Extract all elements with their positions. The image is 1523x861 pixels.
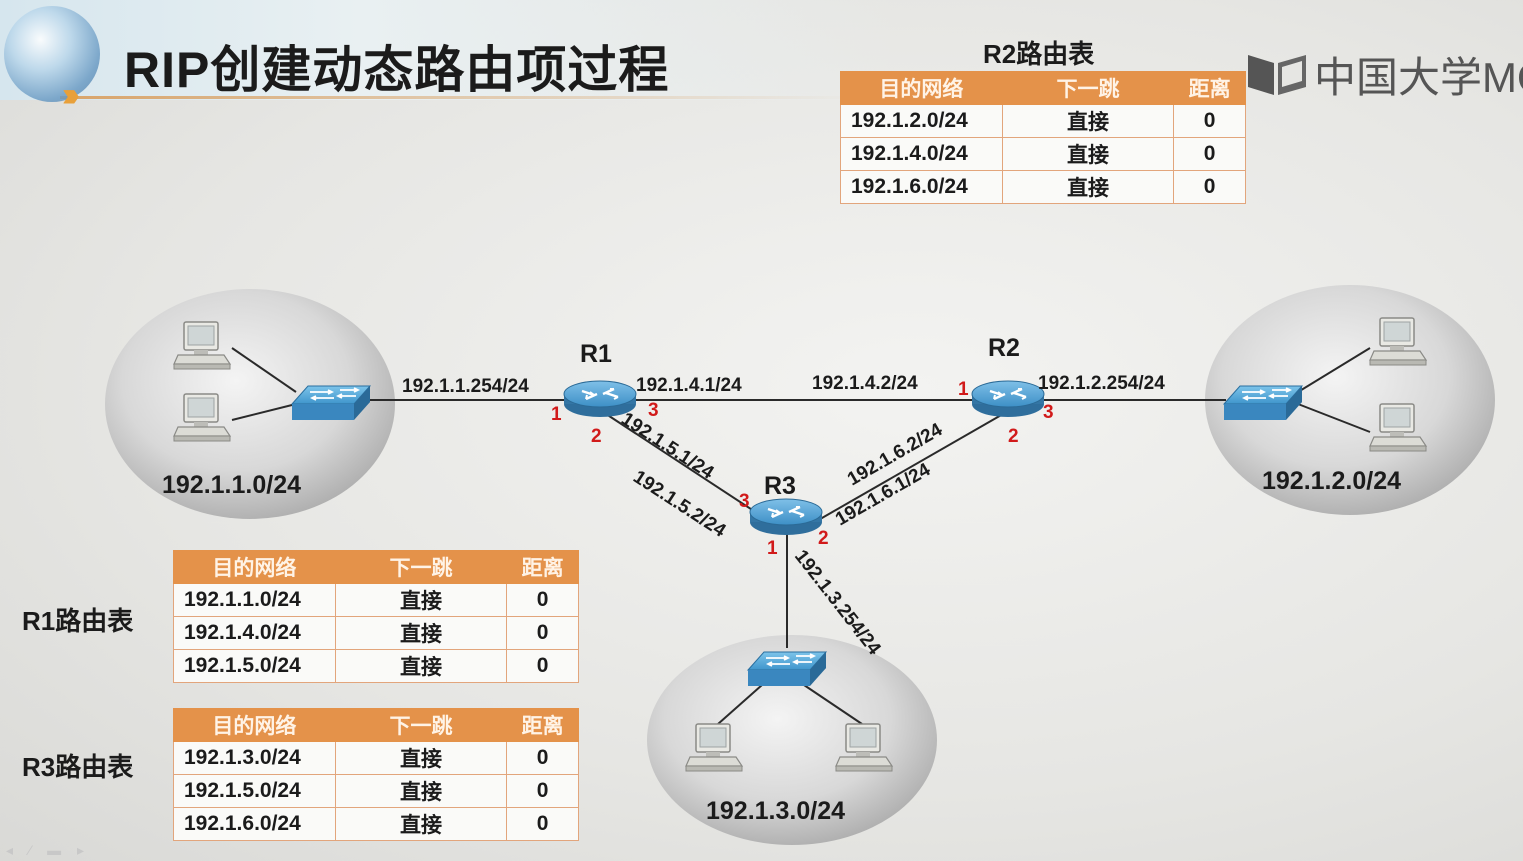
- table-row: 192.1.1.0/24 直接 0: [173, 583, 579, 617]
- mooc-logo: 中国大学MO: [1246, 48, 1523, 101]
- cell-destination: 192.1.6.0/24: [840, 170, 1003, 204]
- lan2-area: [1205, 285, 1495, 515]
- port-number: 2: [1008, 426, 1019, 447]
- switch-icon: [747, 651, 827, 687]
- mooc-book-icon: [1248, 55, 1306, 95]
- router-r1-name: R1: [580, 340, 612, 368]
- cell-next-hop: 直接: [334, 774, 508, 808]
- cell-distance: 0: [506, 741, 579, 775]
- cell-next-hop: 直接: [1001, 104, 1175, 138]
- lan1-area: [105, 289, 395, 519]
- cell-distance: 0: [506, 807, 579, 841]
- port-number: 3: [739, 491, 750, 512]
- cell-next-hop: 直接: [334, 616, 508, 650]
- col-header-distance: 距离: [506, 550, 579, 584]
- cell-distance: 0: [1173, 104, 1246, 138]
- network-label-1: 192.1.1.0/24: [162, 471, 301, 499]
- col-header-next-hop: 下一跳: [334, 708, 508, 742]
- cell-next-hop: 直接: [334, 741, 508, 775]
- col-header-distance: 距离: [506, 708, 579, 742]
- table-row: 192.1.6.0/24 直接 0: [840, 170, 1246, 204]
- ip-label: 192.1.4.1/24: [636, 375, 742, 396]
- table-row: 192.1.3.0/24 直接 0: [173, 741, 579, 775]
- port-number: 1: [551, 404, 562, 425]
- router-r2-name: R2: [988, 334, 1020, 362]
- port-number: 1: [767, 538, 778, 559]
- cell-next-hop: 直接: [1001, 170, 1175, 204]
- cell-next-hop: 直接: [334, 807, 508, 841]
- cell-distance: 0: [506, 583, 579, 617]
- ip-label: 192.1.2.254/24: [1038, 373, 1165, 394]
- header-band: [0, 0, 900, 100]
- cell-destination: 192.1.5.0/24: [173, 774, 336, 808]
- r2-table-title: R2路由表: [983, 39, 1095, 69]
- link-r2-r3: [814, 409, 1011, 523]
- cell-next-hop: 直接: [334, 583, 508, 617]
- page-title: RIP创建动态路由项过程: [124, 42, 670, 98]
- cell-destination: 192.1.4.0/24: [173, 616, 336, 650]
- ip-label: 192.1.5.2/24: [629, 467, 729, 542]
- globe-icon: [4, 6, 100, 102]
- col-header-next-hop: 下一跳: [334, 550, 508, 584]
- cell-distance: 0: [506, 616, 579, 650]
- port-number: 1: [958, 379, 969, 400]
- r2-routing-table: 目的网络 下一跳 距离 192.1.2.0/24 直接 0 192.1.4.0/…: [840, 71, 1246, 204]
- ip-label: 192.1.4.2/24: [812, 373, 918, 394]
- r1-table-title: R1路由表: [22, 606, 134, 636]
- port-number: 3: [648, 400, 659, 421]
- network-label-3: 192.1.3.0/24: [706, 797, 845, 825]
- logo-text: 中国大学MO: [1314, 53, 1523, 101]
- links: [231, 347, 1371, 725]
- cell-destination: 192.1.1.0/24: [173, 583, 336, 617]
- table-row: 192.1.6.0/24 直接 0: [173, 807, 579, 841]
- col-header-destination: 目的网络: [840, 71, 1003, 105]
- r3-table-title: R3路由表: [22, 752, 134, 782]
- router-r3-icon: [748, 497, 824, 537]
- cell-destination: 192.1.4.0/24: [840, 137, 1003, 171]
- r3-routing-table: 目的网络 下一跳 距离 192.1.3.0/24 直接 0 192.1.5.0/…: [173, 708, 579, 841]
- router-r3-name: R3: [764, 472, 796, 500]
- table-header-row: 目的网络 下一跳 距离: [173, 708, 579, 742]
- cell-next-hop: 直接: [334, 649, 508, 683]
- table-header-row: 目的网络 下一跳 距离: [840, 71, 1246, 105]
- router-r1-icon: [562, 379, 638, 419]
- port-number: 3: [1043, 402, 1054, 423]
- cell-next-hop: 直接: [1001, 137, 1175, 171]
- table-header-row: 目的网络 下一跳 距离: [173, 550, 579, 584]
- ip-label: 192.1.5.1/24: [617, 409, 717, 484]
- cell-distance: 0: [1173, 137, 1246, 171]
- col-header-next-hop: 下一跳: [1001, 71, 1175, 105]
- cell-distance: 0: [1173, 170, 1246, 204]
- lan3-area: [647, 635, 937, 845]
- col-header-destination: 目的网络: [173, 550, 336, 584]
- table-row: 192.1.4.0/24 直接 0: [173, 616, 579, 650]
- table-row: 192.1.5.0/24 直接 0: [173, 649, 579, 683]
- cell-destination: 192.1.3.0/24: [173, 741, 336, 775]
- table-row: 192.1.2.0/24 直接 0: [840, 104, 1246, 138]
- r1-routing-table: 目的网络 下一跳 距离 192.1.1.0/24 直接 0 192.1.4.0/…: [173, 550, 579, 683]
- cell-destination: 192.1.5.0/24: [173, 649, 336, 683]
- network-label-2: 192.1.2.0/24: [1262, 467, 1401, 495]
- switch-icon: [291, 385, 371, 421]
- port-number: 2: [591, 426, 602, 447]
- switch-icon: [1223, 385, 1303, 421]
- col-header-distance: 距离: [1173, 71, 1246, 105]
- router-r2-icon: [970, 379, 1046, 419]
- slide-nav-icons[interactable]: ◂ ⁄ ▬ ▸: [6, 842, 91, 858]
- cell-distance: 0: [506, 649, 579, 683]
- link-r1-r3: [599, 409, 761, 516]
- cell-destination: 192.1.6.0/24: [173, 807, 336, 841]
- header-underline: [60, 96, 860, 99]
- port-number: 2: [818, 528, 829, 549]
- cell-distance: 0: [506, 774, 579, 808]
- ip-label: 192.1.1.254/24: [402, 376, 529, 397]
- col-header-destination: 目的网络: [173, 708, 336, 742]
- table-row: 192.1.4.0/24 直接 0: [840, 137, 1246, 171]
- table-row: 192.1.5.0/24 直接 0: [173, 774, 579, 808]
- cell-destination: 192.1.2.0/24: [840, 104, 1003, 138]
